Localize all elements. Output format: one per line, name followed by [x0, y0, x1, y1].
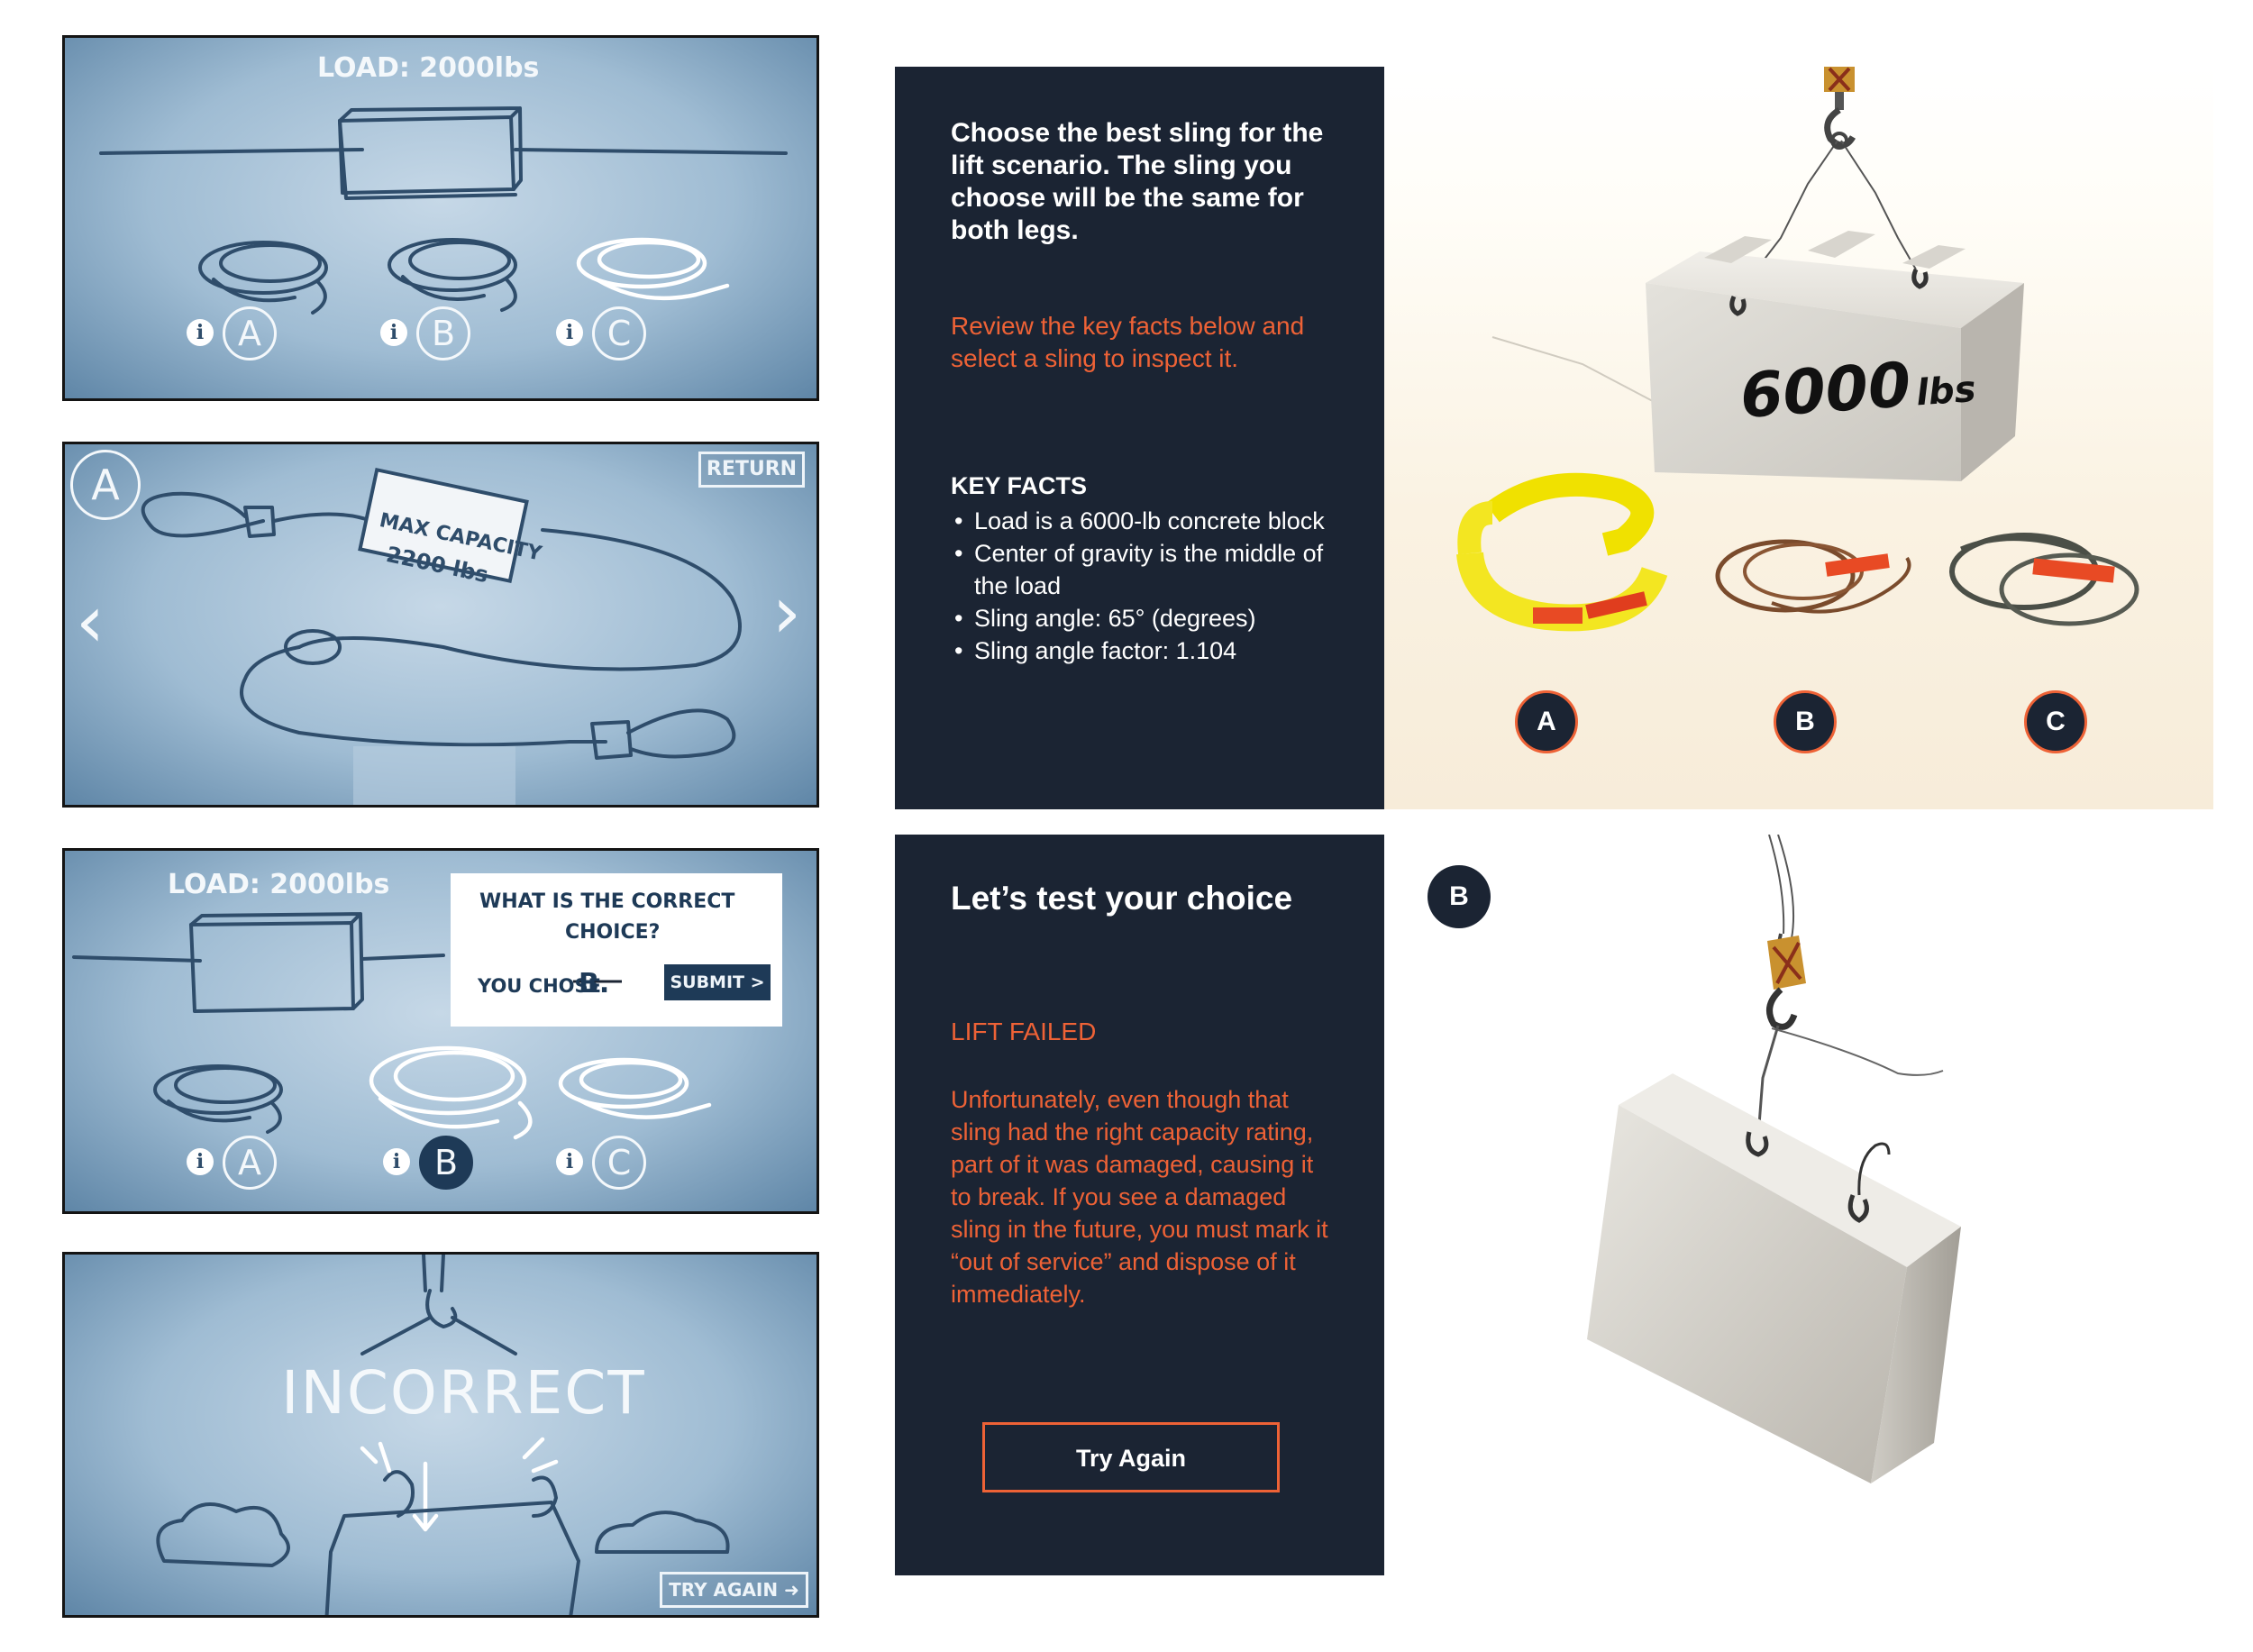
key-fact-item: Load is a 6000-lb concrete block — [951, 505, 1338, 537]
sling-a-button[interactable]: A — [1515, 690, 1578, 753]
frame3-load-label: LOAD: 2000lbs — [168, 869, 390, 900]
storyboard-frame-choose: LOAD: 2000lbs WHAT IS THE CORRECT CHOICE… — [62, 848, 819, 1214]
frame3-you-chose-label: YOU CHOSE — [478, 975, 601, 997]
select-prompt: Choose the best sling for the lift scena… — [951, 118, 1324, 245]
frame4-result-label: INCORRECT — [281, 1358, 646, 1428]
frame1-option-c[interactable]: C — [592, 306, 646, 361]
frame3-question-line1: WHAT IS THE CORRECT — [479, 890, 735, 913]
storyboard-frame-result: INCORRECT TRY AGAIN ➜ — [62, 1252, 819, 1618]
load-weight-unit: lbs — [1914, 368, 1977, 415]
frame1-option-b[interactable]: B — [416, 306, 470, 361]
frame3-option-c[interactable]: C — [592, 1136, 646, 1190]
key-facts-list: Load is a 6000-lb concrete block Center … — [951, 505, 1338, 667]
result-scene: B — [1384, 835, 2213, 1575]
frame2-return-button[interactable]: RETURN — [698, 452, 805, 488]
key-fact-item: Sling angle factor: 1.104 — [951, 634, 1338, 667]
storyboard-frame-inspect: A RETURN MAX CAPACITY 2200 lbs ‹ › — [62, 442, 819, 808]
frame1-option-a[interactable]: A — [223, 306, 277, 361]
frame1-load-label: LOAD: 2000lbs — [317, 52, 540, 84]
sketch-failed-lift — [156, 1255, 730, 1615]
selected-sling-badge: B — [1428, 865, 1491, 928]
lift-scene: 6000 lbs A B C — [1384, 67, 2213, 809]
frame4-try-again-button[interactable]: TRY AGAIN ➜ — [660, 1572, 808, 1608]
sling-c-button[interactable]: C — [2024, 690, 2087, 753]
storyboard-frame-select: LOAD: 2000lbs i A i B i C — [62, 35, 819, 401]
result-title: Let’s test your choice — [951, 880, 1293, 917]
result-message: Unfortunately, even though that sling ha… — [951, 1086, 1328, 1308]
info-icon[interactable]: i — [380, 319, 407, 346]
result-panel: Let’s test your choice LIFT FAILED Unfor… — [895, 835, 1384, 1575]
info-icon[interactable]: i — [556, 1148, 583, 1175]
failed-lift-illustration — [1587, 835, 1961, 1483]
select-panel: Choose the best sling for the lift scena… — [895, 67, 1384, 809]
frame3-chosen-letter: B. — [579, 968, 610, 999]
select-review-instruction: Review the key facts below and select a … — [951, 312, 1305, 372]
frame3-option-b[interactable]: B — [419, 1136, 473, 1190]
chevron-left-icon[interactable]: ‹ — [76, 580, 105, 663]
frame3-question-line2: CHOICE? — [565, 921, 661, 944]
frame2-option-letter: A — [70, 450, 141, 520]
load-weight-value: 6000 — [1738, 349, 1913, 434]
lift-status: LIFT FAILED — [951, 1018, 1097, 1045]
sling-b-button[interactable]: B — [1774, 690, 1837, 753]
info-icon[interactable]: i — [187, 319, 214, 346]
lift-scene-illustration — [1456, 67, 2139, 632]
try-again-button[interactable]: Try Again — [982, 1422, 1280, 1492]
info-icon[interactable]: i — [556, 319, 583, 346]
sketch-choose-scene — [72, 873, 782, 1140]
key-fact-item: Center of gravity is the middle of the l… — [951, 537, 1338, 602]
frame3-option-a[interactable]: A — [223, 1136, 277, 1190]
info-icon[interactable]: i — [383, 1148, 410, 1175]
sketch-rope-sling — [141, 467, 742, 805]
frame3-submit-button[interactable]: SUBMIT > — [664, 964, 771, 1000]
chevron-right-icon[interactable]: › — [772, 570, 801, 654]
sketch-select-scene — [99, 106, 788, 315]
key-facts-title: KEY FACTS — [951, 472, 1088, 499]
info-icon[interactable]: i — [187, 1148, 214, 1175]
key-fact-item: Sling angle: 65° (degrees) — [951, 602, 1338, 634]
